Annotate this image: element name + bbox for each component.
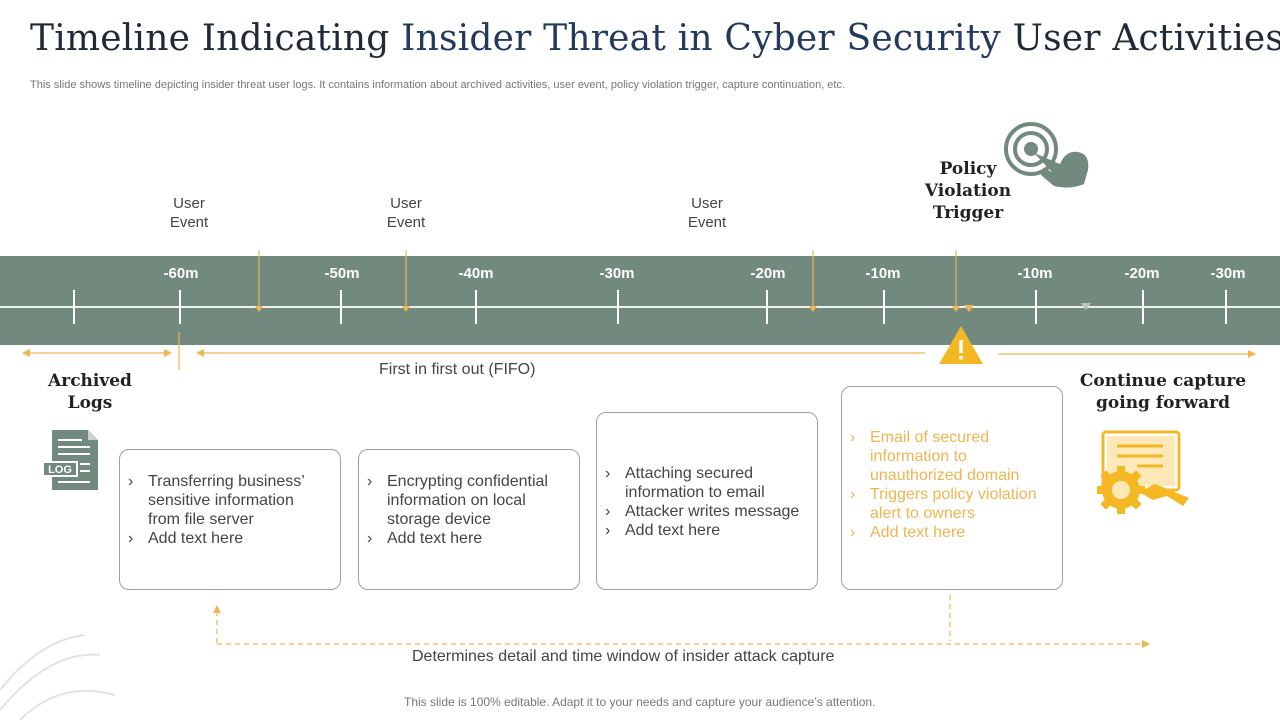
title-highlight: Insider Threat in Cyber Security: [401, 18, 1001, 59]
timeline-tick: [1142, 290, 1144, 324]
timeline-tick: [883, 290, 885, 324]
list-item: Encrypting confidential information on l…: [367, 472, 567, 529]
list-item: Email of secured information to unauthor…: [850, 428, 1050, 485]
info-box-1: Transferring business’ sensitive informa…: [119, 449, 341, 590]
page-subtitle: This slide shows timeline depicting insi…: [30, 79, 846, 91]
info-box-4: Email of secured information to unauthor…: [841, 386, 1063, 590]
timeline-tick: [1035, 290, 1037, 324]
timeline-tick: [766, 290, 768, 324]
timeline-tick-label: -50m: [324, 265, 360, 282]
timeline-tick-label: -30m: [1210, 265, 1246, 282]
title-part1: Timeline Indicating: [30, 18, 402, 59]
log-icon-text: LOG: [48, 464, 72, 476]
info-box-2: Encrypting confidential information on l…: [358, 449, 580, 590]
timeline-axis-line: [0, 306, 1280, 308]
list-item: Add text here: [367, 529, 567, 548]
timeline-tick: [617, 290, 619, 324]
timeline-tick-label: -10m: [1017, 265, 1053, 282]
log-file-icon: LOG: [42, 430, 98, 490]
timeline-tick-label: -20m: [750, 265, 786, 282]
fifo-label: First in first out (FIFO): [379, 361, 536, 378]
timeline-tick-label: -10m: [865, 265, 901, 282]
timeline-tick: [1225, 290, 1227, 324]
title-part3: User Activities: [1000, 18, 1280, 59]
timeline-tick-label: -20m: [1124, 265, 1160, 282]
capture-window-note: Determines detail and time window of ins…: [412, 648, 835, 665]
event-markers: [22, 250, 1256, 370]
list-item: Transferring business’ sensitive informa…: [128, 472, 328, 529]
timeline-tick: [179, 290, 181, 324]
touch-target-icon: [1004, 122, 1089, 188]
timeline-band: [0, 256, 1280, 345]
list-item: Add text here: [605, 521, 805, 540]
list-item: Triggers policy violation alert to owner…: [850, 485, 1050, 523]
decorative-arcs: [0, 634, 116, 720]
capture-window-connector: [213, 595, 1150, 648]
timeline-tick-label: -40m: [458, 265, 494, 282]
timeline-tick: [340, 290, 342, 324]
timeline-tick: [73, 290, 75, 324]
timeline-tick-label: -60m: [163, 265, 199, 282]
warning-icon: [939, 326, 983, 364]
certificate-gear-icon: [1097, 430, 1189, 514]
list-item: Add text here: [128, 529, 328, 548]
list-item: Attaching secured information to email: [605, 464, 805, 502]
list-item: Attacker writes message: [605, 502, 805, 521]
page-title: Timeline Indicating Insider Threat in Cy…: [30, 18, 1280, 59]
list-item: Add text here: [850, 523, 1050, 542]
timeline-tick-label: -30m: [599, 265, 635, 282]
timeline-tick: [475, 290, 477, 324]
info-box-3: Attaching secured information to email A…: [596, 412, 818, 590]
footer-note: This slide is 100% editable. Adapt it to…: [404, 695, 876, 709]
